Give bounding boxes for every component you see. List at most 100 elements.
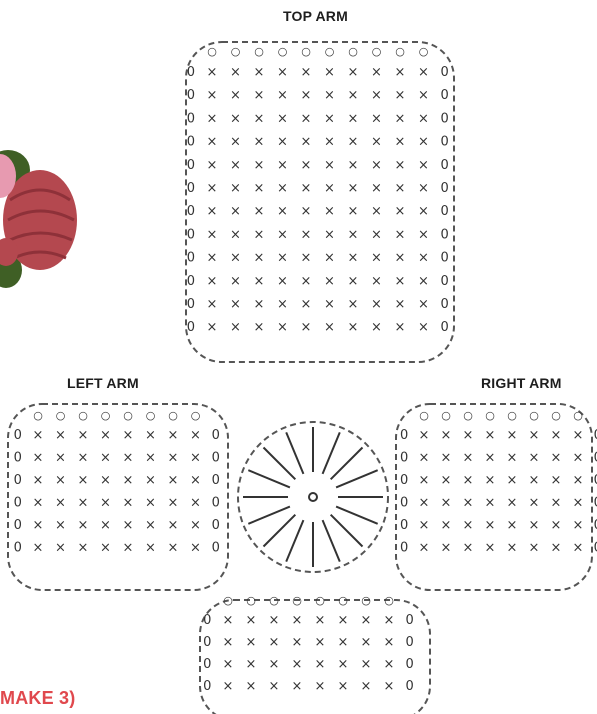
single-crochet-stitch: ×: [371, 297, 382, 312]
single-crochet-stitch: ×: [371, 158, 382, 173]
edge-chain-stitch: 0: [594, 496, 597, 511]
double-crochet-post: [264, 515, 296, 547]
chain-stitch: ○: [168, 409, 178, 422]
double-crochet-post: [331, 448, 363, 480]
single-crochet-stitch: ×: [230, 88, 241, 103]
single-crochet-stitch: ×: [348, 88, 359, 103]
single-crochet-stitch: ×: [277, 158, 288, 173]
single-crochet-stitch: ×: [168, 451, 179, 466]
edge-chain-stitch: 0: [441, 320, 449, 335]
single-crochet-stitch: ×: [463, 428, 474, 443]
single-crochet-stitch: ×: [395, 111, 406, 126]
single-crochet-stitch: ×: [348, 65, 359, 80]
single-crochet-stitch: ×: [246, 657, 257, 672]
single-crochet-stitch: ×: [230, 111, 241, 126]
double-crochet-post: [323, 432, 340, 474]
single-crochet-stitch: ×: [463, 541, 474, 556]
single-crochet-stitch: ×: [190, 428, 201, 443]
single-crochet-stitch: ×: [223, 613, 234, 628]
single-crochet-stitch: ×: [573, 541, 584, 556]
single-crochet-stitch: ×: [145, 473, 156, 488]
single-crochet-stitch: ×: [277, 135, 288, 150]
magic-ring: [309, 493, 317, 501]
single-crochet-stitch: ×: [100, 428, 111, 443]
single-crochet-stitch: ×: [168, 496, 179, 511]
single-crochet-stitch: ×: [269, 613, 280, 628]
single-crochet-stitch: ×: [463, 496, 474, 511]
single-crochet-stitch: ×: [246, 635, 257, 650]
single-crochet-stitch: ×: [507, 428, 518, 443]
single-crochet-stitch: ×: [301, 297, 312, 312]
single-crochet-stitch: ×: [292, 613, 303, 628]
single-crochet-stitch: ×: [315, 613, 326, 628]
chain-stitch: ○: [419, 409, 429, 422]
single-crochet-stitch: ×: [419, 541, 430, 556]
single-crochet-stitch: ×: [395, 251, 406, 266]
edge-chain-stitch: 0: [212, 541, 220, 556]
single-crochet-stitch: ×: [190, 541, 201, 556]
single-crochet-stitch: ×: [573, 496, 584, 511]
chain-stitch: ○: [191, 409, 201, 422]
single-crochet-stitch: ×: [338, 657, 349, 672]
single-crochet-stitch: ×: [348, 111, 359, 126]
chain-stitch: ○: [325, 45, 335, 58]
edge-chain-stitch: 0: [594, 473, 597, 488]
single-crochet-stitch: ×: [301, 274, 312, 289]
right-arm-label: RIGHT ARM: [481, 375, 562, 391]
single-crochet-stitch: ×: [441, 518, 452, 533]
single-crochet-stitch: ×: [315, 679, 326, 694]
single-crochet-stitch: ×: [485, 496, 496, 511]
edge-chain-stitch: 0: [14, 451, 22, 466]
single-crochet-stitch: ×: [254, 181, 265, 196]
single-crochet-stitch: ×: [507, 496, 518, 511]
single-crochet-stitch: ×: [348, 251, 359, 266]
single-crochet-stitch: ×: [348, 135, 359, 150]
single-crochet-stitch: ×: [418, 297, 429, 312]
single-crochet-stitch: ×: [324, 111, 335, 126]
single-crochet-stitch: ×: [246, 613, 257, 628]
single-crochet-stitch: ×: [277, 227, 288, 242]
double-crochet-post: [248, 470, 290, 487]
single-crochet-stitch: ×: [292, 657, 303, 672]
single-crochet-stitch: ×: [123, 496, 134, 511]
single-crochet-stitch: ×: [507, 518, 518, 533]
double-crochet-post: [331, 515, 363, 547]
single-crochet-stitch: ×: [338, 679, 349, 694]
single-crochet-stitch: ×: [301, 320, 312, 335]
double-crochet-post: [336, 507, 378, 524]
single-crochet-stitch: ×: [348, 227, 359, 242]
single-crochet-stitch: ×: [485, 541, 496, 556]
single-crochet-stitch: ×: [371, 204, 382, 219]
single-crochet-stitch: ×: [485, 473, 496, 488]
chain-stitch: ○: [146, 409, 156, 422]
single-crochet-stitch: ×: [301, 158, 312, 173]
single-crochet-stitch: ×: [33, 496, 44, 511]
single-crochet-stitch: ×: [145, 451, 156, 466]
single-crochet-stitch: ×: [123, 428, 134, 443]
single-crochet-stitch: ×: [418, 181, 429, 196]
single-crochet-stitch: ×: [324, 297, 335, 312]
single-crochet-stitch: ×: [254, 111, 265, 126]
edge-chain-stitch: 0: [212, 518, 220, 533]
single-crochet-stitch: ×: [348, 204, 359, 219]
single-crochet-stitch: ×: [254, 204, 265, 219]
single-crochet-stitch: ×: [419, 473, 430, 488]
edge-chain-stitch: 0: [14, 473, 22, 488]
single-crochet-stitch: ×: [338, 635, 349, 650]
single-crochet-stitch: ×: [168, 518, 179, 533]
single-crochet-stitch: ×: [361, 679, 372, 694]
single-crochet-stitch: ×: [419, 428, 430, 443]
single-crochet-stitch: ×: [324, 227, 335, 242]
single-crochet-stitch: ×: [301, 251, 312, 266]
single-crochet-stitch: ×: [463, 451, 474, 466]
single-crochet-stitch: ×: [551, 473, 562, 488]
single-crochet-stitch: ×: [277, 65, 288, 80]
edge-chain-stitch: 0: [203, 613, 211, 628]
single-crochet-stitch: ×: [301, 88, 312, 103]
single-crochet-stitch: ×: [371, 65, 382, 80]
double-crochet-post: [336, 470, 378, 487]
single-crochet-stitch: ×: [230, 227, 241, 242]
single-crochet-stitch: ×: [551, 428, 562, 443]
chain-stitch: ○: [207, 45, 217, 58]
edge-chain-stitch: 0: [14, 518, 22, 533]
